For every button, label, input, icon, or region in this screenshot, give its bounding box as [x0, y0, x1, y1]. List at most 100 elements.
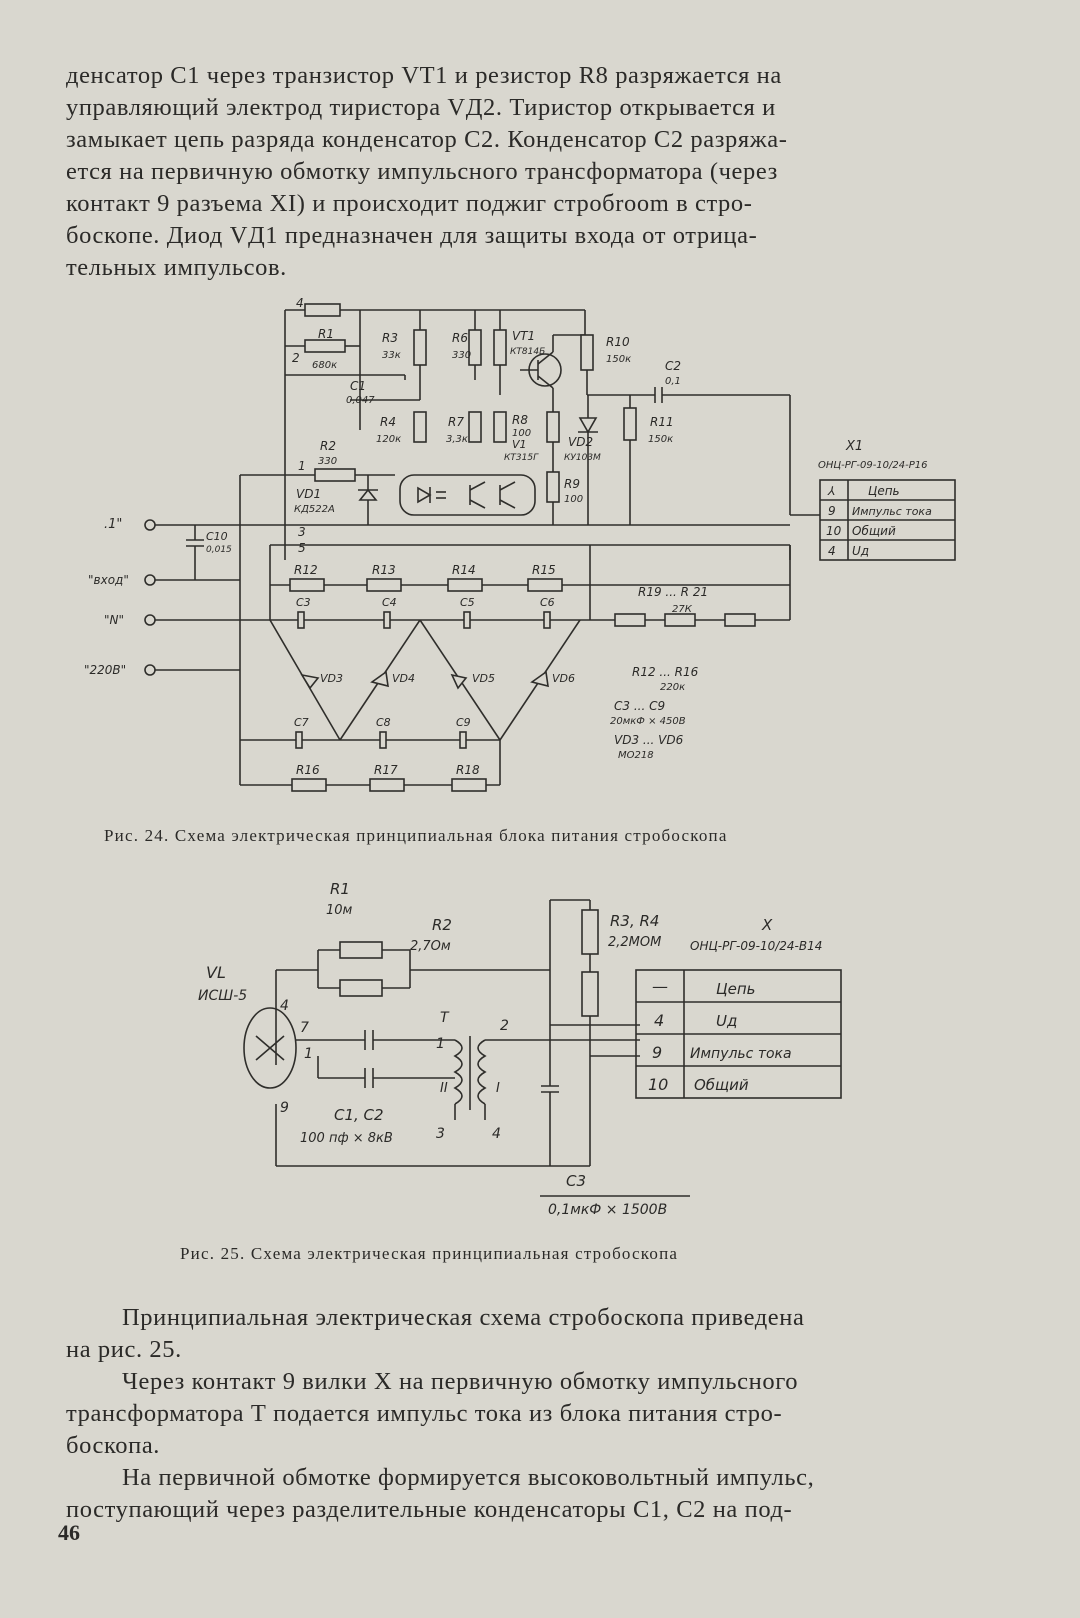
- label-R15: R15: [532, 563, 556, 577]
- x1-pin: 9: [828, 504, 836, 518]
- label-R16: R16: [296, 763, 320, 777]
- label-C10: C10: [206, 530, 228, 543]
- label-1: 1: [298, 459, 306, 473]
- bottom-paragraph: Принципиальная электрическая схема строб…: [66, 1302, 1006, 1526]
- winding-II: II: [440, 1081, 448, 1096]
- label-R3-R4: R3, R4: [610, 912, 659, 930]
- value-VD1: КД522А: [294, 504, 335, 515]
- label-R2: R2: [320, 439, 336, 453]
- label-R7: R7: [448, 415, 464, 429]
- label-C3: C3: [566, 1172, 586, 1190]
- label-VD4: VD4: [392, 672, 415, 685]
- label-C8: C8: [376, 716, 391, 729]
- winding-3: 3: [436, 1126, 445, 1142]
- value-VT1: КТ814Б: [510, 347, 545, 357]
- legend-line: R12 ... R16: [632, 665, 699, 679]
- value-R9: 100: [564, 494, 583, 505]
- x1-pin: 4: [828, 544, 836, 558]
- value-R4: 120к: [376, 434, 401, 445]
- value-R2: 330: [318, 456, 337, 467]
- value-R2: 2,7Ом: [410, 939, 451, 954]
- winding-I: I: [496, 1081, 500, 1096]
- x-name: Uд: [716, 1012, 737, 1030]
- winding-4: 4: [492, 1126, 501, 1142]
- label-R2: R2: [432, 916, 452, 934]
- text-line: боскопе. Диод VД1 предназначен для защит…: [66, 222, 758, 249]
- label-C6: C6: [540, 596, 555, 609]
- value-R6: 330: [452, 350, 471, 361]
- label-2: 2: [292, 351, 300, 365]
- value-V1: КТ315Г: [504, 453, 539, 463]
- x-pin: 9: [652, 1043, 662, 1062]
- input-N: "N": [104, 613, 124, 627]
- x1-pin: 10: [826, 524, 842, 538]
- value-R8: 100: [512, 428, 531, 439]
- label-R12: R12: [294, 563, 318, 577]
- pin-7: 7: [300, 1020, 309, 1036]
- label-VD2: VD2: [568, 435, 593, 449]
- x1-name: Импульс тока: [852, 505, 932, 518]
- label-R4: R4: [380, 415, 396, 429]
- value-R1: 680к: [312, 360, 337, 371]
- label-R17: R17: [374, 763, 398, 777]
- value-R3-R4: 2,2МОМ: [608, 935, 661, 950]
- label-R3: R3: [382, 331, 398, 345]
- x-name: Цепь: [716, 980, 756, 998]
- x1-ref: X1: [845, 439, 863, 454]
- value-C1-C2: 100 пф × 8кВ: [300, 1131, 393, 1146]
- text-line: поступающий через разделительные конденс…: [66, 1496, 793, 1523]
- value-R1: 10м: [326, 903, 353, 918]
- value-C1: 0,047: [346, 395, 375, 406]
- legend-line: 20мкФ × 450В: [610, 716, 686, 727]
- label-C4: C4: [382, 596, 397, 609]
- label-VD5: VD5: [472, 672, 495, 685]
- figure-24-schematic: 4 2 R1 680к R3 33к R6 330 VT1 КТ814Б: [84, 296, 956, 792]
- text-line: Принципиальная электрическая схема строб…: [122, 1304, 805, 1331]
- label-R13: R13: [372, 563, 396, 577]
- label-R8: R8: [512, 413, 528, 427]
- value-C2: 0,1: [665, 376, 681, 387]
- x1-name: Цепь: [868, 484, 900, 498]
- input-vkhod: "вход": [88, 573, 129, 587]
- legend-line: 220к: [660, 682, 685, 693]
- winding-1: 1: [436, 1036, 445, 1052]
- winding-2: 2: [500, 1018, 509, 1034]
- text-line: трансформатора Т подается импульс тока и…: [66, 1400, 783, 1427]
- text-line: замыкает цепь разряда конденсатор С2. Ко…: [66, 126, 788, 153]
- label-VD6: VD6: [552, 672, 575, 685]
- value-R11: 150к: [648, 434, 673, 445]
- x1-pin: ⅄: [827, 484, 835, 498]
- text-line: тельных импульсов.: [66, 254, 287, 281]
- x1-name: Uд: [852, 544, 869, 558]
- text-line: ется на первичную обмотку импульсного тр…: [66, 158, 778, 185]
- figure-25-schematic: R1 10м R2 2,7Ом VL ИСШ-5 4 7 1 9 C1: [198, 880, 842, 1218]
- label-C2: C2: [665, 359, 681, 373]
- label-V1: V1: [512, 438, 527, 451]
- legend-line: C3 ... C9: [614, 699, 665, 713]
- pin-9: 9: [280, 1100, 289, 1116]
- label-VD3: VD3: [320, 672, 343, 685]
- label-VL: VL: [206, 963, 226, 982]
- label-T: T: [440, 1010, 450, 1026]
- value-C10: 0,015: [206, 545, 232, 555]
- text-line: управляющий электрод тиристора VД2. Тири…: [66, 94, 776, 121]
- label-R1: R1: [330, 880, 350, 898]
- x-pin: 4: [654, 1011, 664, 1030]
- label-C5: C5: [460, 596, 475, 609]
- legend-line: VD3 ... VD6: [614, 733, 684, 747]
- text-line: денсатор С1 через транзистор VT1 и резис…: [66, 62, 782, 89]
- x-name: Импульс тока: [690, 1046, 792, 1062]
- x-name: Общий: [694, 1076, 749, 1094]
- label-3: 3: [298, 525, 306, 539]
- x1-type: ОНЦ-РГ-09-10/24-Р16: [818, 460, 928, 471]
- value-R10: 150к: [606, 354, 631, 365]
- value-VL: ИСШ-5: [198, 988, 247, 1004]
- text-line: На первичной обмотке формируется высоков…: [122, 1464, 815, 1491]
- label-VT1: VT1: [512, 329, 535, 343]
- text-line: на рис. 25.: [66, 1336, 182, 1363]
- label-R11: R11: [650, 415, 674, 429]
- label-C1-C2: C1, C2: [334, 1106, 384, 1124]
- page-number: 46: [58, 1520, 80, 1545]
- label-C1: C1: [350, 379, 366, 393]
